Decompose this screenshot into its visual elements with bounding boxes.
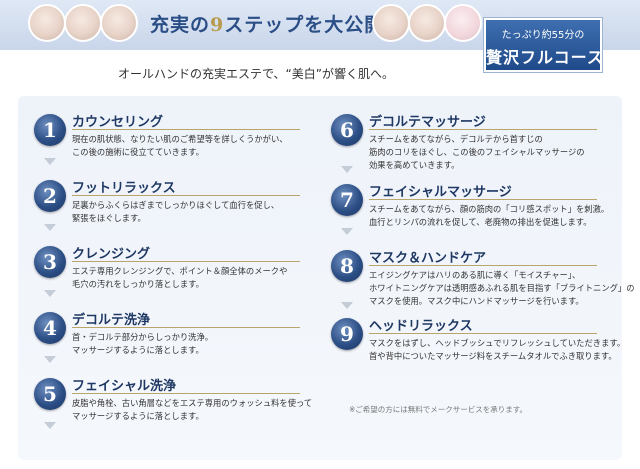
step-desc-line: マスクをはずし、ヘッドブッシュでリフレッシュしていただきます。	[369, 338, 626, 348]
step-description: スチームをあてながら、デコルテから首すじの 筋肉のコリをほぐし、この後のフェイシ…	[369, 133, 585, 172]
step-desc-line: この後の施術に役立てていきます。	[72, 147, 204, 157]
step-description: エステ専用クレンジングで、ポイント＆顔全体のメークや 毛穴の汚れをしっかり落とし…	[72, 265, 287, 291]
step-description: 足裏からふくらはぎまでしっかりほぐして血行を促し、 緊張をほぐします。	[72, 199, 279, 225]
step-desc-line: スチームをあてながら、顔の筋肉の「コリ感スポット」を刺激。	[369, 204, 610, 214]
step-desc-line: 皮脂や角栓、古い角層などをエステ専用のウォッシュ料を使って	[72, 398, 313, 408]
step-desc-line: エイジングケアはハリのある肌に導く「モイスチャー」、	[369, 270, 581, 280]
step-desc-line: 毛穴の汚れをしっかり落とします。	[72, 279, 204, 289]
step-number: 1	[34, 114, 66, 146]
step-divider	[72, 393, 300, 394]
course-badge: たっぷり約55分の 贅沢フルコース	[484, 18, 604, 72]
step-divider	[72, 129, 300, 130]
down-arrow-icon	[341, 228, 353, 235]
step-desc-line: スチームをあてながら、デコルテから首すじの	[369, 134, 543, 144]
step-number: 4	[34, 312, 66, 344]
step-title: クレンジング	[72, 247, 151, 262]
step-number: 2	[34, 180, 66, 212]
face-photo-4	[372, 4, 410, 42]
down-arrow-icon	[341, 166, 353, 173]
step-number: 7	[331, 184, 363, 216]
step-desc-line: 足裏からふくらはぎまでしっかりほぐして血行を促し、	[72, 200, 280, 210]
step-description: マスクをはずし、ヘッドブッシュでリフレッシュしていただきます。 首や背中についた…	[369, 337, 625, 363]
step-description: 皮脂や角栓、古い角層などをエステ専用のウォッシュ料を使って マッサージするように…	[72, 397, 312, 423]
step-divider	[369, 129, 597, 130]
face-photo-6	[444, 4, 482, 42]
face-photo-1	[28, 4, 66, 42]
badge-duration: たっぷり約55分の	[501, 30, 585, 41]
step-title: カウンセリング	[72, 115, 164, 130]
step-desc-line: マッサージするように落とします。	[72, 411, 204, 421]
step-title: デコルテマッサージ	[369, 115, 486, 130]
step-divider	[369, 265, 597, 266]
step-number: 6	[331, 114, 363, 146]
footnote: ※ご希望の方には無料でメークサービスを承ります。	[349, 405, 528, 414]
step-desc-line: ホワイトニングケアは透明感あふれる肌を目指す「ブライトニング」の	[369, 283, 635, 293]
badge-course-name: 贅沢フルコース	[486, 48, 604, 67]
step-desc-line: 緊張をほぐします。	[72, 213, 146, 223]
down-arrow-icon	[44, 290, 56, 297]
step-desc-line: 首や背中についたマッサージ料をスチームタオルでふき取ります。	[369, 351, 617, 361]
step-desc-line: 効果を高めていきます。	[369, 160, 460, 170]
step-desc-line: マスクを使用。マスク中にハンドマッサージを行います。	[369, 296, 584, 306]
step-title: フェイシャル洗浄	[72, 379, 177, 394]
step-divider	[369, 199, 597, 200]
down-arrow-icon	[44, 422, 56, 429]
step-title: ヘッドリラックス	[369, 319, 473, 334]
title-suffix: ステップを大公開	[224, 14, 385, 36]
step-divider	[72, 195, 300, 196]
down-arrow-icon	[44, 158, 56, 165]
face-photo-2	[64, 4, 102, 42]
step-desc-line: 現在の肌状態、なりたい肌のご希望等を詳しくうかがい、	[72, 134, 288, 144]
step-title: フットリラックス	[72, 181, 176, 196]
step-number: 3	[34, 246, 66, 278]
down-arrow-icon	[44, 224, 56, 231]
step-description: 首・デコルテ部分からしっかり洗浄。 マッサージするように落とします。	[72, 331, 213, 357]
page-subtitle: オールハンドの充実エステで、“美白”が響く肌へ。	[118, 67, 394, 81]
page-title: 充実の9ステップを大公開	[150, 10, 383, 37]
step-description: 現在の肌状態、なりたい肌のご希望等を詳しくうかがい、 この後の施術に役立てていき…	[72, 133, 288, 159]
step-desc-line: エステ専用クレンジングで、ポイント＆顔全体のメークや	[72, 266, 288, 276]
step-desc-line: 血行とリンパの流れを促して、老廃物の排出を促進します。	[369, 217, 592, 227]
face-photo-3	[100, 4, 138, 42]
step-divider	[72, 261, 300, 262]
step-description: スチームをあてながら、顔の筋肉の「コリ感スポット」を刺激。 血行とリンパの流れを…	[369, 203, 609, 229]
step-divider	[369, 333, 597, 334]
step-title: デコルテ洗浄	[72, 313, 151, 328]
step-title: マスク＆ハンドケア	[369, 251, 487, 266]
title-prefix: 充実の	[150, 14, 211, 36]
step-divider	[72, 327, 300, 328]
step-title: フェイシャルマッサージ	[369, 185, 512, 200]
step-desc-line: 首・デコルテ部分からしっかり洗浄。	[72, 332, 214, 342]
step-number: 9	[331, 318, 363, 350]
steps-panel: 1 カウンセリング 現在の肌状態、なりたい肌のご希望等を詳しくうかがい、 この後…	[18, 96, 635, 460]
step-number: 5	[34, 378, 66, 410]
step-desc-line: 筋肉のコリをほぐし、この後のフェイシャルマッサージの	[369, 147, 585, 157]
step-desc-line: マッサージするように落とします。	[72, 345, 204, 355]
step-number: 8	[331, 250, 363, 282]
step-description: エイジングケアはハリのある肌に導く「モイスチャー」、 ホワイトニングケアは透明感…	[369, 269, 635, 308]
face-photo-5	[408, 4, 446, 42]
title-number: 9	[210, 14, 225, 36]
down-arrow-icon	[44, 356, 56, 363]
down-arrow-icon	[341, 302, 353, 309]
